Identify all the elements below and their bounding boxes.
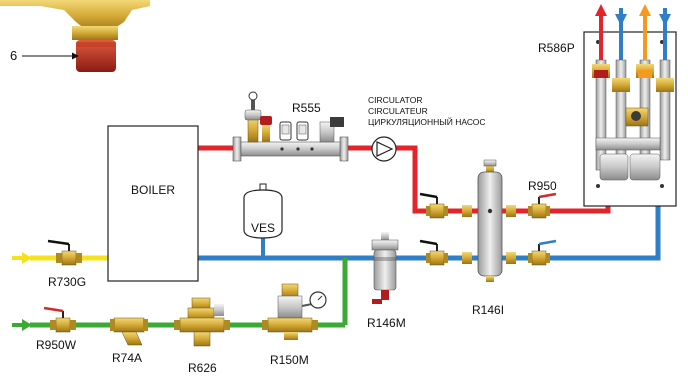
- outlet-arrows: [595, 4, 671, 60]
- r146m-label: R146M: [367, 316, 406, 330]
- circulator-label-fr: CIRCULATEUR: [368, 106, 428, 116]
- ves-vessel: [243, 183, 283, 239]
- r730g-valve: [47, 239, 82, 266]
- ball-valve-return-left: [419, 239, 448, 266]
- r586p-label: R586P: [538, 41, 575, 55]
- r626-pressure-reducer: [174, 297, 230, 347]
- r555-label: R555: [292, 101, 321, 115]
- r586p-module: [583, 31, 677, 207]
- ves-label: VES: [251, 221, 275, 235]
- r74a-strainer: [110, 317, 148, 346]
- callout-6-label: 6: [10, 48, 17, 63]
- circulator-label-ru: ЦИРКУЛЯЦИОННЫЙ НАСОС: [368, 116, 486, 127]
- circulator-pump: [371, 136, 397, 162]
- ball-valve-return-right: [528, 239, 557, 266]
- r146i-label: R146I: [472, 303, 504, 317]
- r146i-separator: [477, 159, 503, 282]
- r950-label: R950: [528, 179, 557, 193]
- r730g-label: R730G: [48, 275, 86, 289]
- return-pipe-secondary: [500, 192, 661, 261]
- yellow-inlet-arrow: [12, 252, 32, 264]
- valve-detail-photo: [0, 0, 150, 72]
- callout-6-leader: [22, 52, 79, 60]
- boiler-box: [107, 125, 199, 282]
- ball-valve-flow-right: [528, 192, 557, 219]
- r150m-filling-unit: [262, 283, 327, 340]
- green-inlet-arrow: [12, 319, 32, 331]
- boiler-label: BOILER: [131, 183, 175, 197]
- r950w-valve: [43, 306, 76, 333]
- ball-valve-flow-left: [419, 192, 448, 219]
- r74a-label: R74A: [112, 351, 142, 365]
- circulator-label-en: CIRCULATOR: [368, 95, 422, 105]
- r150m-label: R150M: [270, 353, 309, 367]
- r626-label: R626: [188, 361, 217, 375]
- r555-manifold: [232, 91, 349, 162]
- unions: [462, 205, 516, 264]
- r146m-dirt-separator: [371, 232, 399, 304]
- r950w-label: R950W: [36, 338, 77, 352]
